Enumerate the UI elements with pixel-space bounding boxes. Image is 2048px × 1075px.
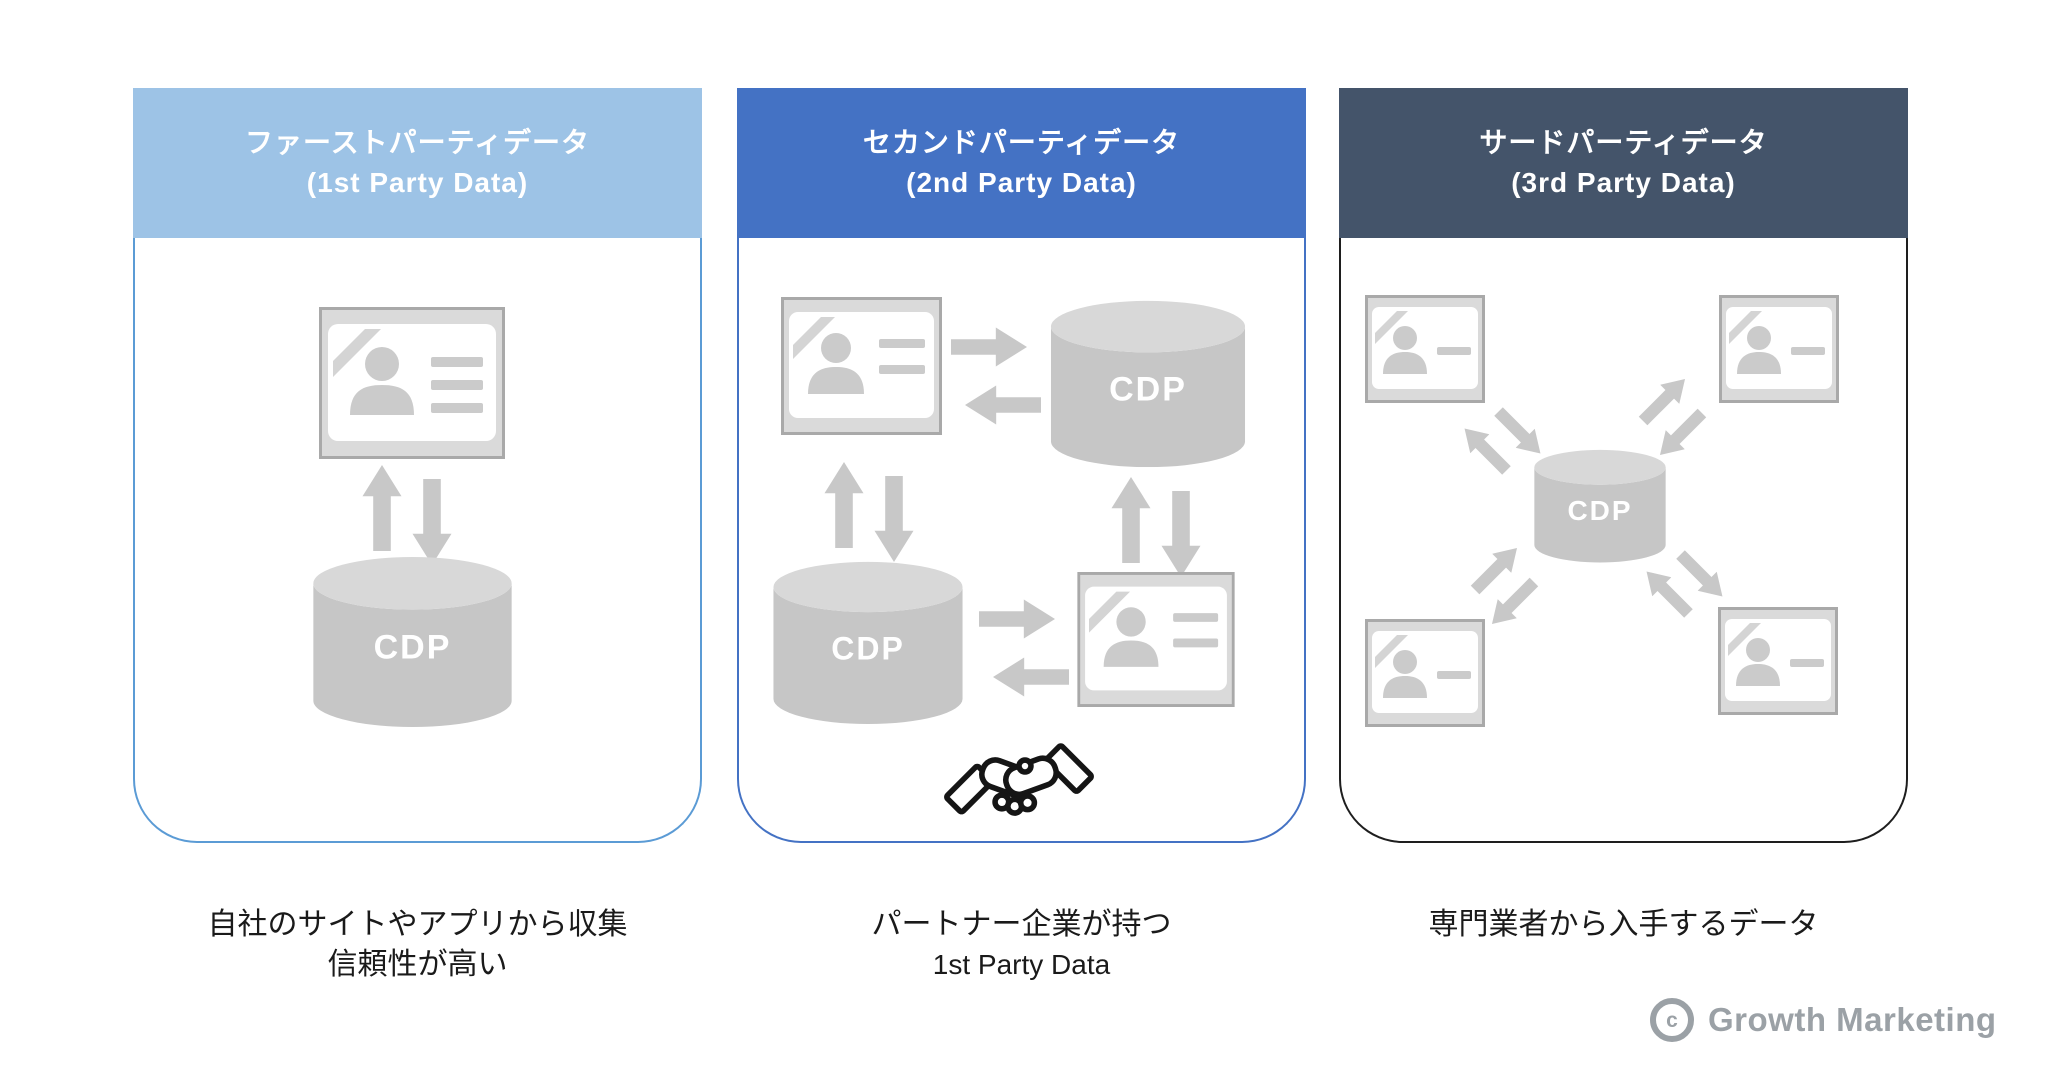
arrow-down-icon — [1161, 491, 1201, 577]
arrow-right-icon — [979, 599, 1055, 639]
left-right-arrows-icon — [979, 599, 1069, 697]
arrow-left-icon — [965, 385, 1041, 425]
arrow-left-icon — [993, 657, 1069, 697]
panel-title-ja: ファーストパーティデータ — [245, 127, 590, 158]
handshake-icon — [942, 728, 1096, 828]
caption-line: 信頼性が高い — [327, 948, 508, 981]
arrow-down-icon — [412, 479, 452, 565]
cdp-label: CDP — [831, 630, 905, 667]
cdp-database-icon: CDP — [306, 555, 519, 727]
caption-line: 1st Party Data — [932, 949, 1111, 980]
cdp-label: CDP — [1109, 370, 1187, 409]
panel-header-third-party: サードパーティデータ (3rd Party Data) — [1339, 88, 1908, 238]
profile-card-icon — [319, 307, 505, 459]
copyright-icon: c — [1650, 998, 1694, 1042]
caption-line: 専門業者から入手するデータ — [1428, 908, 1819, 941]
up-down-arrows-icon — [824, 462, 914, 562]
cdp-label: CDP — [1567, 494, 1633, 526]
up-down-arrows-icon — [1111, 477, 1201, 577]
panel-body-third-party: CDP — [1339, 238, 1908, 843]
profile-card-icon — [1365, 295, 1485, 403]
arrow-down-icon — [874, 476, 914, 562]
profile-card-icon — [1718, 607, 1838, 715]
cdp-database-icon: CDP — [1049, 296, 1247, 470]
profile-card-icon — [781, 297, 942, 435]
arrow-up-icon — [1111, 477, 1151, 563]
panel-third-party-data: サードパーティデータ (3rd Party Data) — [1339, 88, 1908, 843]
caption-first-party: 自社のサイトやアプリから収集 信頼性が高い — [133, 905, 702, 985]
profile-card-icon — [1719, 295, 1839, 403]
cdp-database-icon: CDP — [769, 560, 967, 724]
panel-header-first-party: ファーストパーティデータ (1st Party Data) — [133, 88, 702, 238]
arrow-up-icon — [362, 465, 402, 551]
panel-body-first-party: CDP — [133, 238, 702, 843]
panel-body-second-party: CDP CDP — [737, 238, 1306, 843]
panel-title-ja: セカンドパーティデータ — [862, 127, 1181, 158]
panel-title-en: (1st Party Data) — [306, 167, 529, 198]
logo-text: Growth Marketing — [1708, 1001, 1997, 1038]
caption-line: 自社のサイトやアプリから収集 — [207, 908, 628, 941]
cdp-database-icon: CDP — [1533, 443, 1667, 568]
panel-header-second-party: セカンドパーティデータ (2nd Party Data) — [737, 88, 1306, 238]
up-down-arrows-icon — [362, 465, 452, 565]
panel-second-party-data: セカンドパーティデータ (2nd Party Data) CDP — [737, 88, 1306, 843]
caption-third-party: 専門業者から入手するデータ — [1339, 905, 1908, 945]
caption-line: パートナー企業が持つ — [871, 908, 1172, 941]
left-right-arrows-icon — [951, 327, 1041, 425]
panel-title-en: (3rd Party Data) — [1511, 167, 1736, 198]
panel-title-en: (2nd Party Data) — [906, 167, 1137, 198]
caption-second-party: パートナー企業が持つ 1st Party Data — [737, 905, 1306, 985]
panel-first-party-data: ファーストパーティデータ (1st Party Data) CDP — [133, 88, 702, 843]
arrow-up-icon — [824, 462, 864, 548]
growth-marketing-logo: c Growth Marketing — [1650, 998, 1997, 1042]
cdp-label: CDP — [373, 628, 452, 667]
profile-card-icon — [1077, 572, 1235, 707]
panel-title-ja: サードパーティデータ — [1479, 127, 1768, 158]
profile-card-icon — [1365, 619, 1485, 727]
arrow-right-icon — [951, 327, 1027, 367]
